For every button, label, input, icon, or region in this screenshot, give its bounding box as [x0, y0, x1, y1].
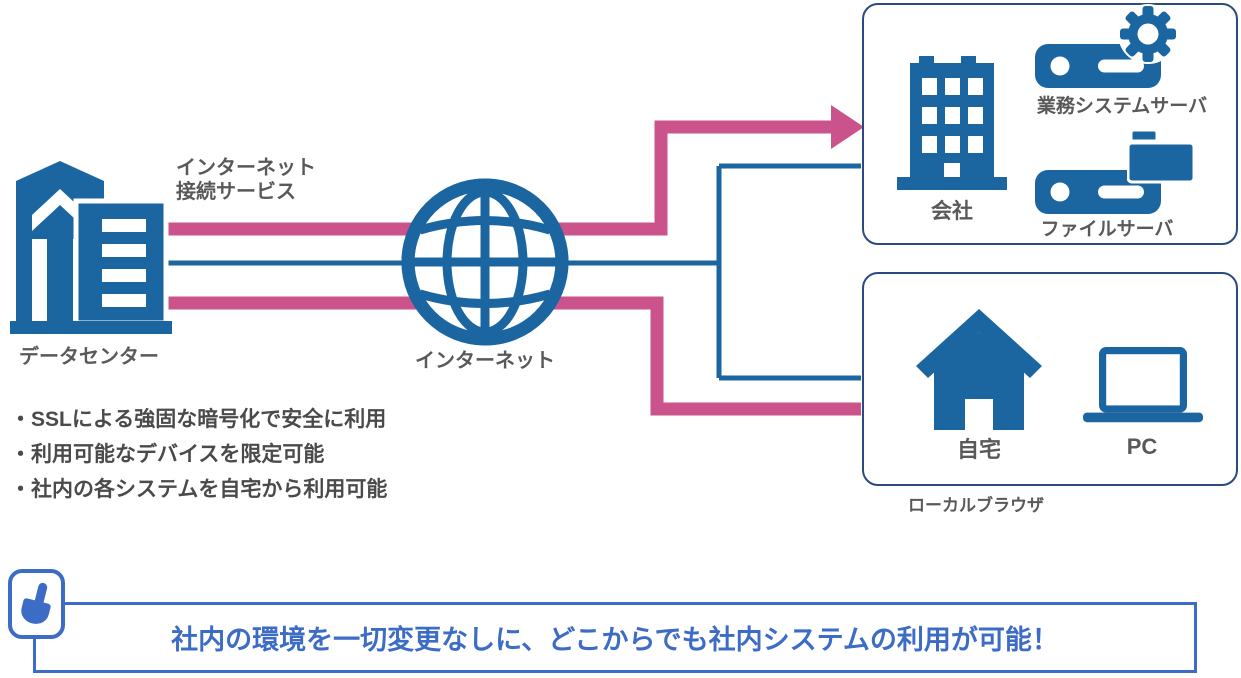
file-server-label: ファイルサーバ: [1040, 219, 1174, 240]
internet-label: インターネット: [415, 350, 555, 372]
pink-line-bottom: [150, 296, 861, 416]
pc-label: PC: [1126, 434, 1158, 459]
laptop-icon: [1083, 347, 1203, 423]
bullet-list: ・SSLによる強固な暗号化で安全に利用 ・利用可能なデバイスを限定可能 ・社内の…: [10, 402, 387, 507]
pointing-finger-badge: [8, 569, 65, 639]
banner-box: 社内の環境を一切変更なしに、どこからでも社内システムの利用が可能！: [33, 602, 1197, 673]
bullet-item-devices: ・利用可能なデバイスを限定可能: [10, 443, 325, 466]
company-box: 会社 業務システムサーバ: [862, 3, 1238, 245]
isp-label-line2: 接続サービス: [176, 181, 296, 203]
pink-arrowhead: [831, 105, 864, 149]
business-server-label: 業務システムサーバ: [1036, 96, 1208, 117]
data-center-icon: [10, 153, 172, 335]
home-box: 自宅 PC: [862, 272, 1238, 486]
isp-label-line1: インターネット: [176, 157, 316, 179]
data-center-label: データセンター: [19, 346, 159, 368]
bullet-item-systems: ・社内の各システムを自宅から利用可能: [10, 478, 388, 501]
house-icon: [910, 302, 1048, 430]
home-label: 自宅: [956, 437, 1001, 462]
globe-icon: [401, 178, 569, 346]
pink-arrow-line-top: [150, 120, 833, 236]
folder-icon: [1127, 128, 1197, 184]
company-building-icon: [897, 53, 1007, 191]
pointing-finger-icon: [19, 581, 55, 627]
company-label: 会社: [931, 200, 973, 223]
banner-text: 社内の環境を一切変更なしに、どこからでも社内システムの利用が可能！: [171, 625, 1059, 655]
bullet-item-ssl: ・SSLによる強固な暗号化で安全に利用: [10, 408, 387, 431]
local-browser-caption: ローカルブラウザ: [908, 496, 1044, 515]
isp-label: インターネット 接続サービス: [176, 156, 346, 204]
gear-icon: [1117, 3, 1179, 65]
